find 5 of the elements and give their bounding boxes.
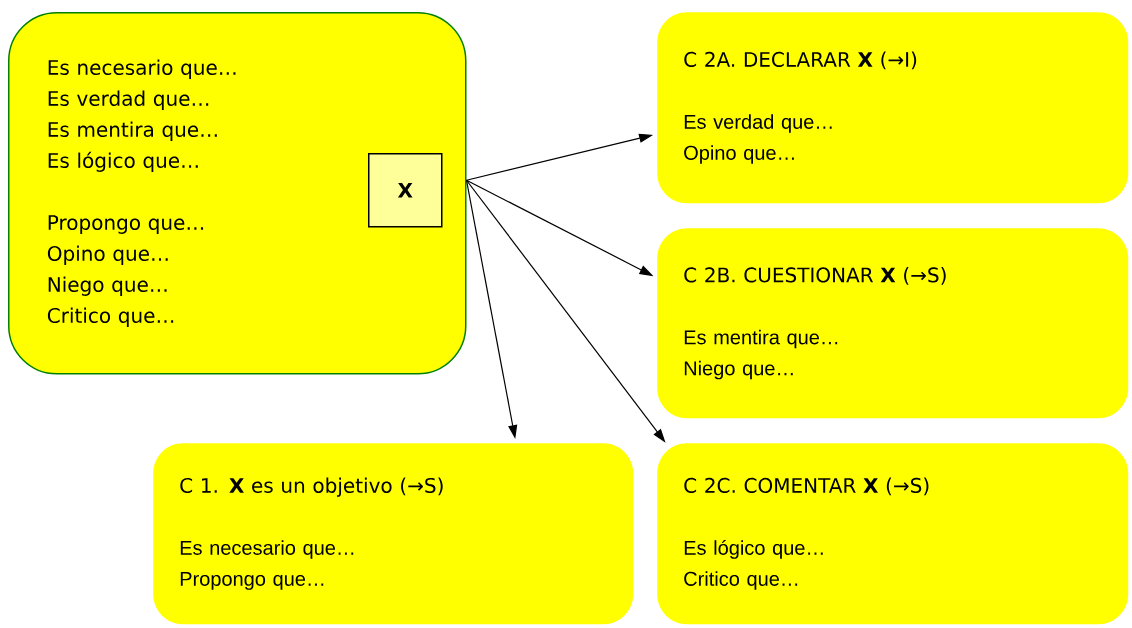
rounded-box: C 1. X es un objetivo (→S) Es necesario que… Propongo que…	[153, 443, 634, 625]
rounded-box: C 2B. CUESTIONAR X (→S) Es mentira que… Niego que…	[657, 228, 1129, 419]
rounded-box: C 2A. DECLARAR X (→I) Es verdad que… Opino que…	[657, 12, 1129, 204]
rounded-box: C 2C. COMENTAR X (→S) Es lógico que… Critico que…	[657, 443, 1129, 625]
square-box: X	[368, 153, 443, 228]
